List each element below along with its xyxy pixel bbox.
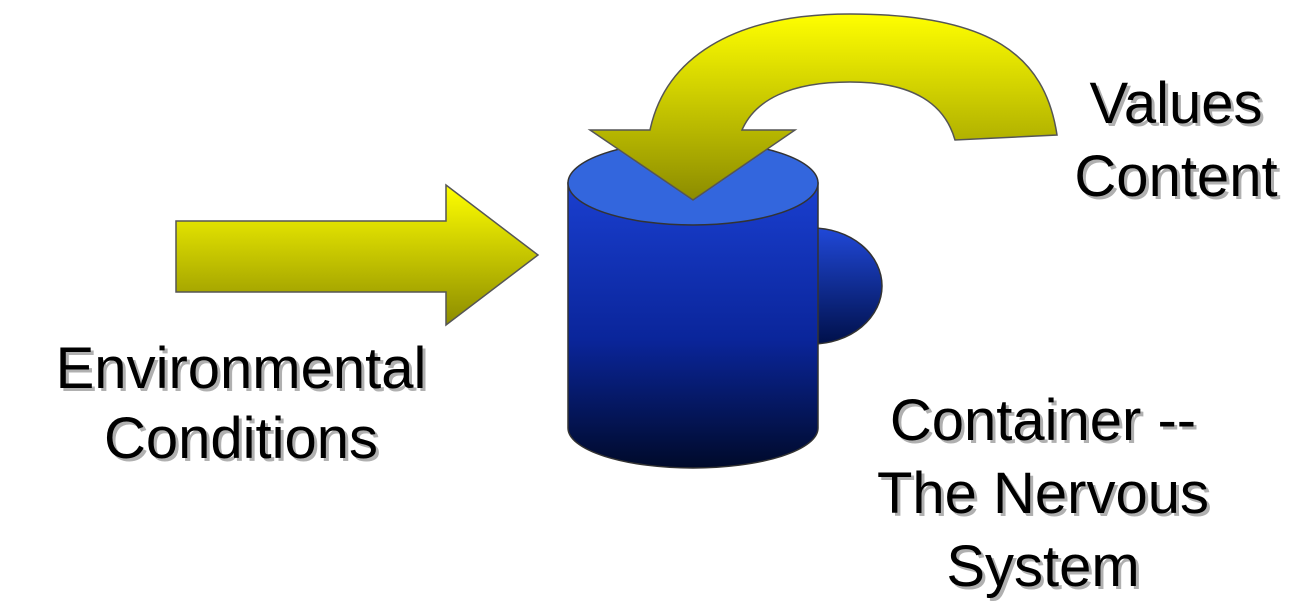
svg-text:Conditions: Conditions bbox=[104, 406, 378, 471]
curved-down-arrow-icon bbox=[587, 13, 1058, 201]
values-label: Values Values Content Content bbox=[1074, 71, 1280, 212]
environment-label: Environmental Environmental Conditions C… bbox=[56, 336, 430, 474]
svg-text:Container --: Container -- bbox=[890, 388, 1196, 453]
svg-text:The Nervous: The Nervous bbox=[877, 461, 1209, 526]
svg-text:Environmental: Environmental bbox=[59, 339, 430, 404]
mug-body bbox=[567, 182, 819, 469]
svg-text:Container --: Container -- bbox=[893, 391, 1199, 456]
container-label: Container -- Container -- The Nervous Th… bbox=[877, 388, 1212, 602]
svg-text:Conditions: Conditions bbox=[107, 409, 381, 474]
svg-text:System: System bbox=[946, 534, 1139, 599]
svg-text:Values: Values bbox=[1092, 74, 1265, 139]
svg-text:Environmental: Environmental bbox=[56, 336, 427, 401]
right-arrow-icon bbox=[175, 183, 540, 327]
svg-text:Content: Content bbox=[1074, 144, 1277, 209]
svg-text:System: System bbox=[949, 537, 1142, 602]
svg-text:The Nervous: The Nervous bbox=[880, 464, 1212, 529]
svg-text:Values: Values bbox=[1089, 71, 1262, 136]
svg-text:Content: Content bbox=[1077, 147, 1280, 212]
